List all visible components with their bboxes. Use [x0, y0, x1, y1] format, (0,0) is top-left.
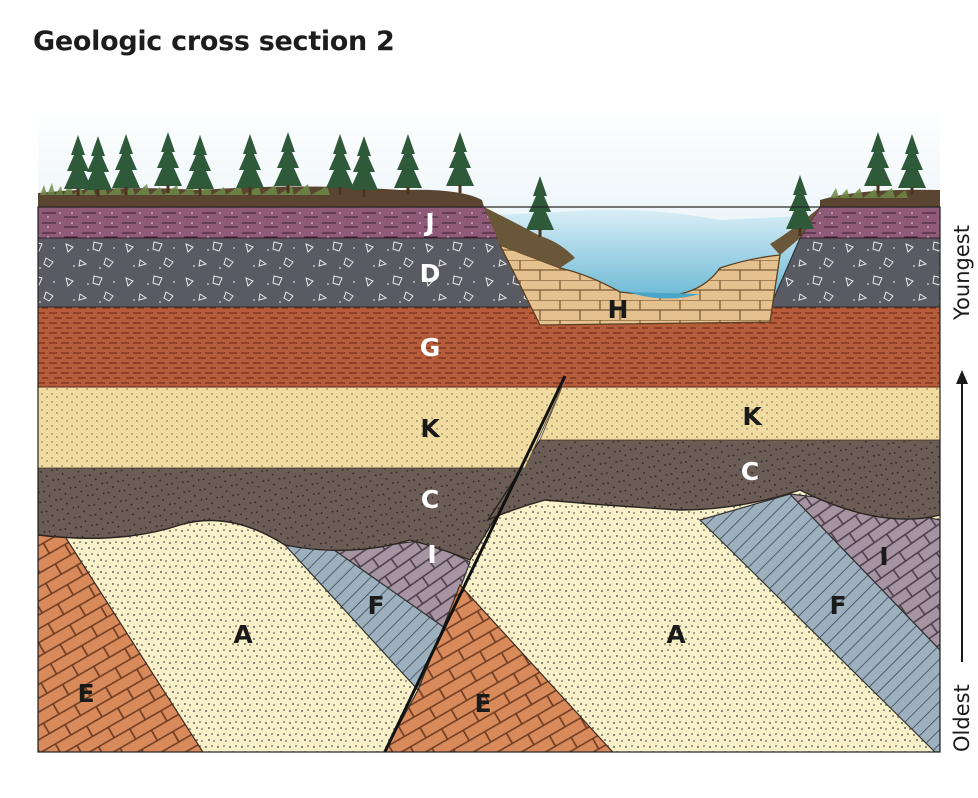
diagram-title: Geologic cross section 2: [33, 26, 395, 57]
label-i-left: I: [427, 540, 436, 569]
label-a-right: A: [666, 620, 686, 649]
layer-k-right: [539, 386, 940, 441]
label-c-right: C: [741, 457, 759, 486]
layer-c-left: [38, 467, 527, 561]
layer-k-left: [38, 386, 563, 469]
layer-h: [498, 243, 781, 326]
layer-c-right: [486, 439, 940, 522]
layer-g: [38, 306, 940, 388]
label-k-left: K: [420, 414, 441, 443]
label-f-right: F: [829, 591, 846, 620]
topsoil-right: [820, 189, 940, 207]
layer-d-right: [769, 237, 940, 308]
label-c-left: C: [421, 485, 439, 514]
label-a-left: A: [233, 620, 253, 649]
age-arrow-head: [956, 370, 968, 384]
layer-f-right: [698, 493, 940, 752]
layer-d-left: [38, 237, 541, 308]
label-d: D: [420, 259, 441, 288]
section-frame: [37, 206, 941, 753]
label-f-left: F: [367, 591, 384, 620]
topsoil-left: [38, 186, 484, 207]
age-oldest-label: Oldest: [950, 684, 974, 752]
age-axis: Youngest Oldest: [950, 225, 974, 752]
layer-j-right: [799, 207, 940, 239]
grass: [40, 183, 908, 198]
age-youngest-label: Youngest: [950, 225, 974, 321]
label-h: H: [608, 295, 629, 324]
label-i-right: I: [879, 542, 888, 571]
label-g: G: [420, 333, 441, 362]
label-e-left: E: [77, 679, 94, 708]
label-e-right: E: [474, 689, 491, 718]
valley-slope-left: [484, 207, 575, 268]
fault-line: [383, 375, 567, 752]
valley-water-pool: [628, 292, 700, 299]
label-k-right: K: [742, 402, 763, 431]
label-j: J: [423, 208, 434, 237]
